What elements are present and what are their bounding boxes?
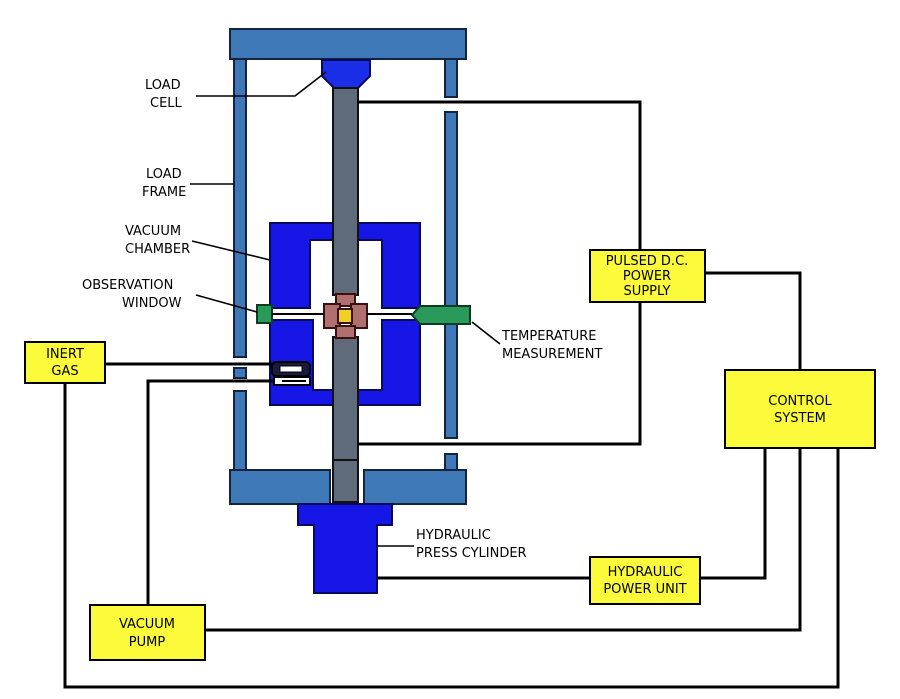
load-frame-line2: FRAME [142, 185, 186, 200]
gas-inlet-port-inner [279, 365, 303, 373]
chamber-right-half [357, 222, 421, 309]
frame-top-beam [229, 28, 467, 60]
chamber-left-half [269, 222, 334, 309]
label-observation-window: OBSERVATION WINDOW [82, 278, 258, 313]
pulsed-dc-power-supply-line1: PULSED D.C. [606, 254, 689, 269]
vacuum-chamber-line2: CHAMBER [125, 242, 190, 257]
hydraulic-power-unit-box: HYDRAULIC POWER UNIT [589, 556, 701, 605]
hydraulic-power-unit-line2: POWER UNIT [603, 582, 686, 597]
pulsed-dc-power-supply-line2: POWER [623, 269, 671, 284]
frame-bottom-right-base [363, 469, 467, 505]
label-temperature-measurement: TEMPERATURE MEASUREMENT [471, 321, 602, 362]
wire-hpu-control [700, 448, 767, 580]
label-hydraulic-press-cylinder: HYDRAULIC PRESS CYLINDER [377, 528, 527, 561]
upper-ram [332, 87, 359, 296]
frame-left-lower-post [233, 390, 247, 472]
frame-right-lower-stub [444, 453, 458, 472]
control-system-line1: CONTROL [768, 394, 832, 409]
frame-left-gap-block [233, 367, 247, 379]
wire-vacuum-control [205, 448, 802, 632]
wire-power-bottom [358, 302, 642, 446]
control-system-line2: SYSTEM [774, 411, 826, 426]
hydraulic-cylinder [297, 503, 393, 594]
pulsed-dc-power-supply-box: PULSED D.C. POWER SUPPLY [589, 249, 706, 303]
load-cell [321, 59, 371, 89]
load-cell-line1: LOAD [145, 78, 181, 93]
temperature-measurement-leader [471, 321, 501, 345]
label-load-cell: LOAD CELL [145, 71, 327, 111]
load-cell-leader [196, 71, 327, 97]
label-load-frame: LOAD FRAME [142, 167, 234, 200]
vacuum-chamber-leader [191, 240, 271, 261]
inert-gas-line1: INERT [46, 347, 84, 362]
hydraulic-power-unit-line1: HYDRAULIC [608, 565, 683, 580]
die-right [350, 303, 368, 329]
observation-window-leader [195, 294, 258, 313]
hydraulic-power-unit-rect [589, 556, 701, 605]
wiring [63, 100, 840, 689]
temperature-sensor [410, 305, 471, 325]
vacuum-pump-line2: PUMP [129, 635, 166, 650]
temperature-measurement-line1: TEMPERATURE [501, 329, 597, 344]
wire-power-control [705, 271, 802, 370]
frame-left-upper-post [233, 58, 247, 358]
pulsed-dc-power-supply-line3: SUPPLY [624, 284, 671, 299]
wire-power-top [358, 100, 642, 250]
pulsed-dc-power-supply-rect [589, 249, 706, 303]
hydraulic-press-cylinder-line2: PRESS CYLINDER [416, 546, 527, 561]
frame-bottom-left-base [229, 469, 331, 505]
die-bottom [335, 325, 356, 339]
inert-gas-box: INERT GAS [24, 341, 106, 384]
chamber-lower-right [357, 319, 421, 406]
vacuum-chamber-line1: VACUUM [125, 224, 181, 239]
vacuum-pump-line1: VACUUM [119, 617, 175, 632]
control-system-box: CONTROL SYSTEM [724, 369, 876, 449]
hydraulic-press-cylinder-line1: HYDRAULIC [416, 528, 491, 543]
frame-right-post [444, 111, 458, 439]
wire-vacuum-chamber [146, 379, 274, 605]
sample-die [323, 293, 368, 339]
inert-gas-line2: GAS [51, 364, 78, 379]
label-vacuum-chamber: VACUUM CHAMBER [125, 224, 271, 261]
observation-window-line2: WINDOW [122, 296, 182, 311]
load-frame [229, 28, 467, 505]
vacuum-pump-rect [89, 604, 206, 661]
frame-right-top-stub [444, 58, 458, 98]
vacuum-pump-box: VACUUM PUMP [89, 604, 206, 661]
observation-window-sensor [256, 304, 273, 324]
wire-gas-control [63, 383, 840, 689]
inert-gas-rect [24, 341, 106, 384]
control-system-rect [724, 369, 876, 449]
lower-ram [332, 336, 359, 503]
load-cell-line2: CELL [150, 96, 183, 111]
load-frame-line1: LOAD [146, 167, 182, 182]
sample-core [337, 308, 353, 324]
observation-window-line1: OBSERVATION [82, 278, 173, 293]
temperature-measurement-line2: MEASUREMENT [502, 347, 602, 362]
